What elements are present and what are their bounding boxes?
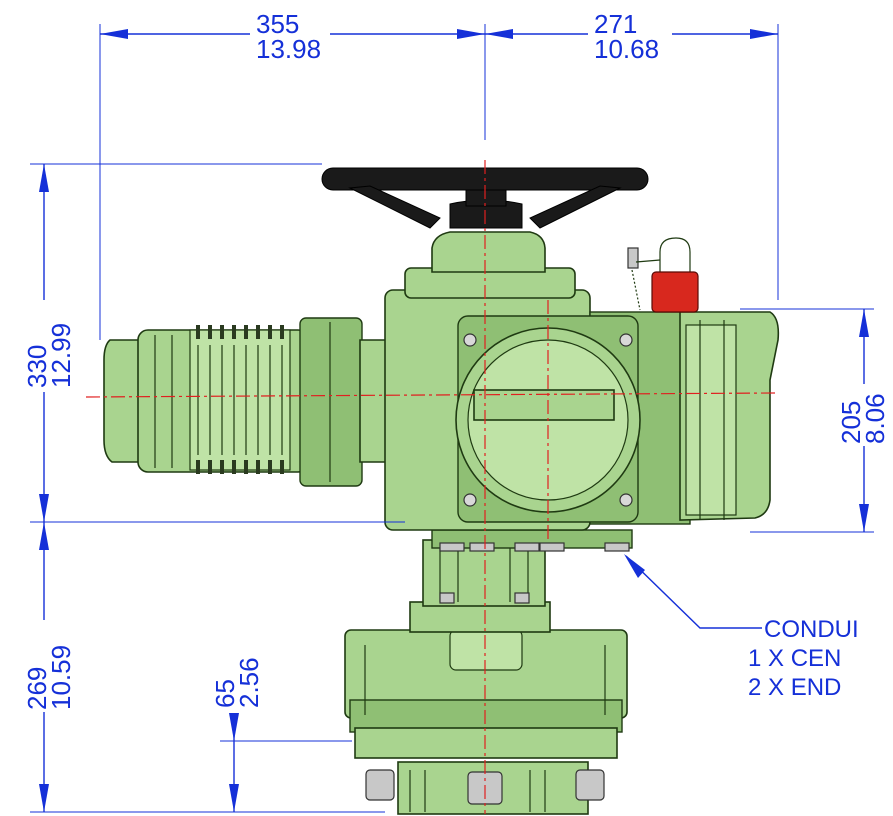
dimension-overall-left: 355 13.98 [100, 9, 485, 64]
dimension-lower-height: 269 10.59 [22, 522, 76, 812]
dim-overall-left-inch: 13.98 [256, 34, 321, 64]
motor-fins [196, 325, 284, 474]
dim-overall-left-mm: 355 [256, 9, 299, 39]
motor [103, 317, 421, 487]
dim-upper-height-mm: 330 [22, 345, 52, 388]
dimension-flange-height: 65 2.56 [210, 657, 264, 812]
dim-upper-height-inch: 12.99 [46, 323, 76, 388]
padlock [627, 237, 699, 313]
dimension-overall-right: 271 10.68 [485, 9, 778, 64]
dimension-upper-height: 330 12.99 [22, 164, 76, 522]
actuator-body [103, 167, 780, 815]
extension-lines [30, 24, 874, 813]
dimension-cover-height: 205 8.06 [836, 309, 890, 532]
dim-cover-height-mm: 205 [836, 401, 866, 444]
dim-flange-height-mm: 65 [210, 679, 240, 708]
dim-lower-height-mm: 269 [22, 667, 52, 710]
horizontal-centerline [85, 392, 777, 398]
conduit-callout: CONDUI 1 X CEN 2 X END [624, 554, 859, 701]
dim-overall-right-inch: 10.68 [594, 34, 659, 64]
dim-cover-height-inch: 8.06 [860, 393, 890, 444]
dim-overall-right-mm: 271 [594, 9, 637, 39]
gearbox [344, 601, 628, 815]
callout-line-3: 2 X END [748, 674, 841, 701]
conduit-entries [431, 529, 633, 552]
dim-flange-height-inch: 2.56 [234, 657, 264, 708]
dim-lower-height-inch: 10.59 [46, 645, 76, 710]
callout-line-2: 1 X CEN [748, 645, 841, 672]
callout-line-1: CONDUI [764, 616, 859, 643]
center-lines [85, 160, 777, 814]
